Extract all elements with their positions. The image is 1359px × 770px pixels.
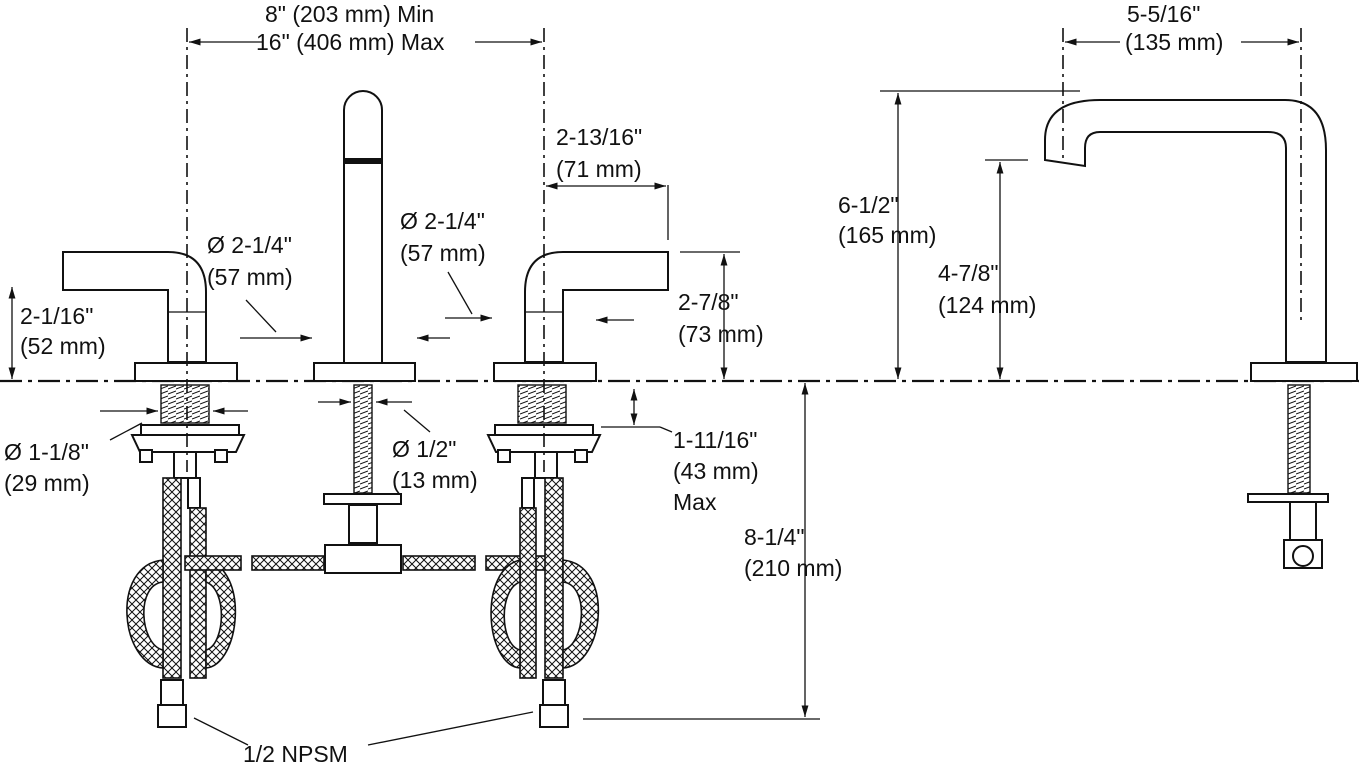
left-handle-valve [62,251,246,509]
handle-offset-mm-label: (71 mm) [556,156,642,182]
spout-height-in-label: 6-1/2" [838,192,899,218]
spread-min-label: 8" (203 mm) Min [265,1,434,27]
spout-side-view [1044,99,1358,569]
reach-mm-label: (135 mm) [1125,29,1223,55]
escutcheon-spout-in-label: Ø 2-1/4" [400,208,485,234]
leader-lines [109,271,673,746]
deck-thickness-in-label: 1-11/16" [673,427,757,453]
spout-shank-in-label: Ø 1/2" [392,436,456,462]
right-handle-valve [486,251,669,509]
supply-hoses [126,477,600,728]
escutcheon-spout-mm-label: (57 mm) [400,240,486,266]
escutcheon-left-mm-label: (57 mm) [207,264,293,290]
handle-offset-in-label: 2-13/16" [556,124,642,150]
dimension-arrows [8,38,1299,717]
outlet-height-in-label: 4-7/8" [938,260,999,286]
valve-shank-mm-label: (29 mm) [4,470,90,496]
spout-shank-mm-label: (13 mm) [392,467,478,493]
handle-height-right-in-label: 2-7/8" [678,289,739,315]
handle-height-left-mm-label: (52 mm) [20,333,106,359]
deck-thickness-mm-label: (43 mm) [673,458,759,484]
escutcheon-left-in-label: Ø 2-1/4" [207,232,292,258]
spout-front [313,90,416,574]
below-deck-mm-label: (210 mm) [744,555,842,581]
deck-thickness-note-label: Max [673,489,717,515]
spread-max-label: 16" (406 mm) Max [256,29,445,55]
reach-in-label: 5-5/16" [1127,1,1200,27]
spout-height-mm-label: (165 mm) [838,222,936,248]
handle-height-right-mm-label: (73 mm) [678,321,764,347]
valve-shank-in-label: Ø 1-1/8" [4,439,89,465]
below-deck-in-label: 8-1/4" [744,524,805,550]
handle-height-left-in-label: 2-1/16" [20,303,93,329]
outlet-height-mm-label: (124 mm) [938,292,1036,318]
extension-lines [186,28,1302,720]
connection-label: 1/2 NPSM [243,741,348,767]
